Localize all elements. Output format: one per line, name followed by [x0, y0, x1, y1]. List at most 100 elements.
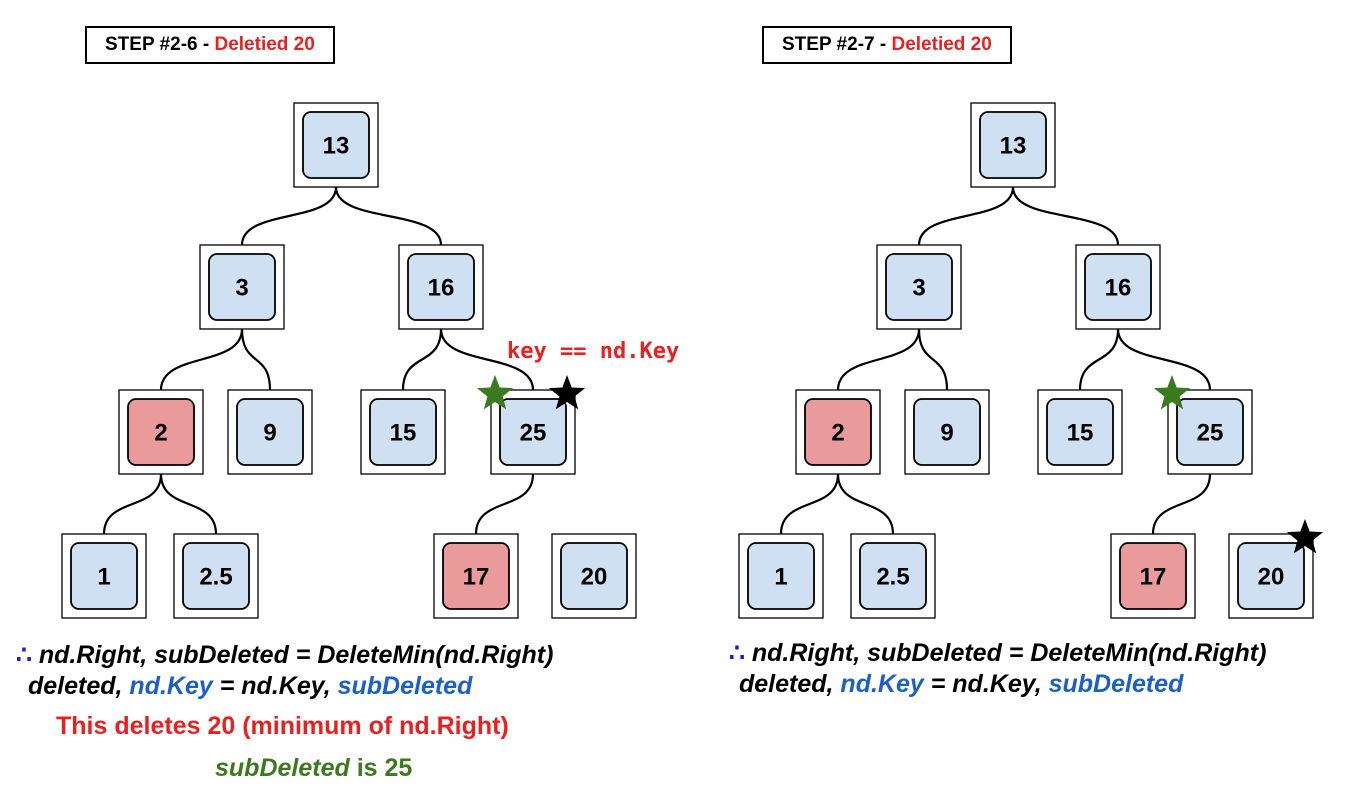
- tree-node: 13: [970, 102, 1056, 188]
- node-box: [70, 542, 138, 610]
- node-label: 3: [235, 275, 248, 302]
- node-label: 13: [1000, 133, 1027, 160]
- code-text: nd.Right, subDeleted = DeleteMin(nd.Righ…: [751, 639, 1267, 667]
- code-line-1: ∴ nd.Right, subDeleted = DeleteMin(nd.Ri…: [16, 640, 553, 670]
- node-box: [747, 542, 815, 610]
- code-part-blue: subDeleted: [337, 672, 473, 700]
- tree-node: 1: [738, 533, 824, 619]
- code-part: = nd.Key,: [212, 672, 338, 700]
- tree-node: 16: [398, 244, 484, 330]
- tree-node: 16: [1075, 244, 1161, 330]
- note-green-rest: is 25: [349, 754, 413, 782]
- node-label: 9: [940, 420, 953, 447]
- tree-edge: [917, 186, 1015, 246]
- node-box: [236, 398, 304, 466]
- tree-edge: [159, 473, 218, 535]
- tree-edge: [779, 473, 840, 535]
- node-label: 16: [1105, 275, 1132, 302]
- step-deleted-label: Deletied 20: [214, 34, 315, 55]
- node-label: 15: [1067, 420, 1094, 447]
- node-label: 2: [831, 420, 844, 447]
- node-label: 17: [463, 564, 490, 591]
- note-green: subDeleted is 25: [215, 754, 412, 783]
- tree-node: 25: [1167, 389, 1253, 475]
- step-deleted-label: Deletied 20: [891, 34, 992, 55]
- node-label: 15: [390, 420, 417, 447]
- node-label: 20: [1258, 564, 1285, 591]
- code-part-blue: nd.Key: [129, 672, 213, 700]
- tree-edge: [1151, 473, 1212, 535]
- tree-node: 1: [61, 533, 147, 619]
- tree-edge: [1078, 328, 1120, 391]
- note-red: This deletes 20 (minimum of nd.Right): [56, 712, 509, 740]
- tree-edge: [401, 328, 443, 391]
- tree-node: 2.5: [173, 533, 259, 619]
- node-box: [499, 398, 567, 466]
- tree-edge: [1116, 328, 1212, 391]
- code-part: deleted,: [739, 670, 841, 698]
- code-text: nd.Right, subDeleted = DeleteMin(nd.Righ…: [38, 641, 554, 669]
- tree-node: 13: [293, 102, 379, 188]
- step-title: STEP #2-7 - Deletied 20: [762, 26, 1012, 64]
- tree-edge: [917, 328, 949, 391]
- node-box: [913, 398, 981, 466]
- node-box: [302, 111, 370, 179]
- node-label: 2.5: [876, 564, 909, 591]
- tree-edge: [159, 328, 244, 391]
- node-box: [1176, 398, 1244, 466]
- code-line-2: deleted, nd.Key = nd.Key, subDeleted: [739, 670, 1183, 699]
- node-label: 2.5: [199, 564, 232, 591]
- tree-node: 20: [551, 533, 637, 619]
- node-box: [804, 398, 872, 466]
- node-label: 1: [774, 564, 787, 591]
- node-box: [560, 542, 628, 610]
- tree-edge: [474, 473, 535, 535]
- node-box: [1084, 253, 1152, 321]
- green-star-icon: [1153, 375, 1191, 410]
- node-label: 9: [263, 420, 276, 447]
- step-prefix: STEP #2-7 -: [782, 34, 892, 55]
- node-label: 3: [912, 275, 925, 302]
- black-star-icon: [548, 375, 586, 410]
- tree-edge: [102, 473, 163, 535]
- tree-edge: [240, 186, 338, 246]
- node-label: 2: [154, 420, 167, 447]
- tree-node: 2.5: [850, 533, 936, 619]
- node-box: [885, 253, 953, 321]
- node-box: [979, 111, 1047, 179]
- code-line-2: deleted, nd.Key = nd.Key, subDeleted: [28, 672, 472, 701]
- step-title: STEP #2-6 - Deletied 20: [85, 26, 335, 64]
- node-box: [1237, 542, 1305, 610]
- tree-node: 3: [876, 244, 962, 330]
- code-line-1: ∴ nd.Right, subDeleted = DeleteMin(nd.Ri…: [729, 638, 1266, 668]
- node-label: 25: [1197, 420, 1224, 447]
- code-part: = nd.Key,: [923, 670, 1049, 698]
- tree-node: 9: [904, 389, 990, 475]
- node-label: 16: [428, 275, 455, 302]
- tree-edge: [439, 328, 535, 391]
- node-label: 13: [323, 133, 350, 160]
- node-box: [442, 542, 510, 610]
- code-part-blue: nd.Key: [840, 670, 924, 698]
- node-box: [859, 542, 927, 610]
- tree-node: 15: [360, 389, 446, 475]
- key-annotation: key == nd.Key: [507, 339, 679, 364]
- tree-node: 25: [490, 389, 576, 475]
- green-star-icon: [476, 375, 514, 410]
- code-part-blue: subDeleted: [1048, 670, 1184, 698]
- tree-node: 2: [118, 389, 204, 475]
- step-prefix: STEP #2-6 -: [105, 34, 215, 55]
- tree-edge: [1011, 186, 1120, 246]
- tree-edge: [240, 328, 272, 391]
- node-label: 25: [520, 420, 547, 447]
- black-star-icon: [1286, 519, 1324, 554]
- node-box: [182, 542, 250, 610]
- tree-node: 3: [199, 244, 285, 330]
- tree-node: 15: [1037, 389, 1123, 475]
- node-box: [1046, 398, 1114, 466]
- node-label: 20: [581, 564, 608, 591]
